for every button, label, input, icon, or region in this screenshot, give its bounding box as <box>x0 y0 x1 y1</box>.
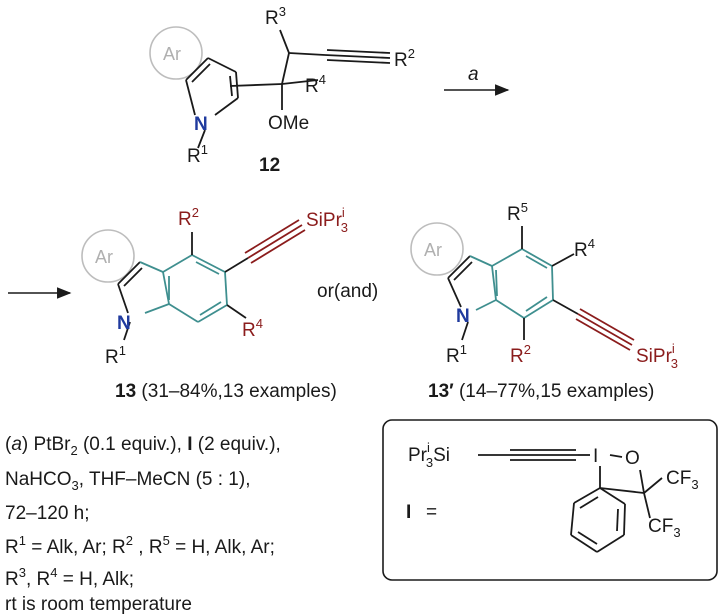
compound-12-number: 12 <box>259 155 280 176</box>
conditions-line-4: R1 = Alk, Ar; R2 , R5 = H, Alk, Ar; <box>5 533 275 558</box>
compound-13-prime-caption: 13′ (14–77%,15 examples) <box>428 381 654 402</box>
reagent-box <box>382 419 718 581</box>
conditions-line-2: NaHCO3, THF–MeCN (5 : 1), <box>5 469 250 493</box>
conditions-line-1: (a) PtBr2 (0.1 equiv.), I (2 equiv.), <box>5 434 281 458</box>
ar-circle <box>410 222 464 276</box>
r4-label: R4 <box>242 316 263 341</box>
nitrogen-label: N <box>194 114 208 135</box>
ar-label: Ar <box>424 240 442 260</box>
ar-label: Ar <box>95 247 113 267</box>
conditions-line-5: R3, R4 = H, Alk; <box>5 565 134 590</box>
r4-label: R4 <box>305 72 326 97</box>
reagent-cf3-label: CF3 <box>666 468 699 492</box>
r4-label: R4 <box>574 236 595 261</box>
r2-label: R2 <box>394 46 415 71</box>
nitrogen-label: N <box>117 313 131 334</box>
conditions-block: (a) PtBr2 (0.1 equiv.), I (2 equiv.), Na… <box>5 434 281 615</box>
reagent-label: I <box>406 502 411 523</box>
compound-13-structure <box>81 219 306 341</box>
ar-circle <box>149 26 203 80</box>
compound-12-structure <box>149 26 391 149</box>
r5-label: R5 <box>507 200 528 225</box>
reagent-equals: = <box>426 502 437 523</box>
compound-13-caption: 13 (31–84%,13 examples) <box>115 381 337 402</box>
reagent-structure <box>478 449 663 553</box>
reagent-cf3-label: CF3 <box>648 516 681 540</box>
r2-label: R2 <box>178 205 199 230</box>
ar-label: Ar <box>163 44 181 64</box>
r3-label: R3 <box>265 4 286 29</box>
r1-label: R1 <box>446 342 467 367</box>
conditions-line-3: 72–120 h; <box>5 503 90 524</box>
ome-label: OMe <box>268 113 309 134</box>
r1-label: R1 <box>105 343 126 368</box>
r2-label: R2 <box>510 342 531 367</box>
nitrogen-label: N <box>456 306 470 327</box>
arrow-label: a <box>468 64 479 85</box>
or-and-label: or(and) <box>317 281 378 302</box>
r1-label: R1 <box>187 142 208 167</box>
reagent-iodine-label: I <box>593 446 598 467</box>
ar-circle <box>81 229 135 283</box>
conditions-line-6: rt is room temperature <box>5 594 192 615</box>
reagent-oxygen-label: O <box>625 448 640 469</box>
compound-13-prime-structure <box>410 222 635 351</box>
